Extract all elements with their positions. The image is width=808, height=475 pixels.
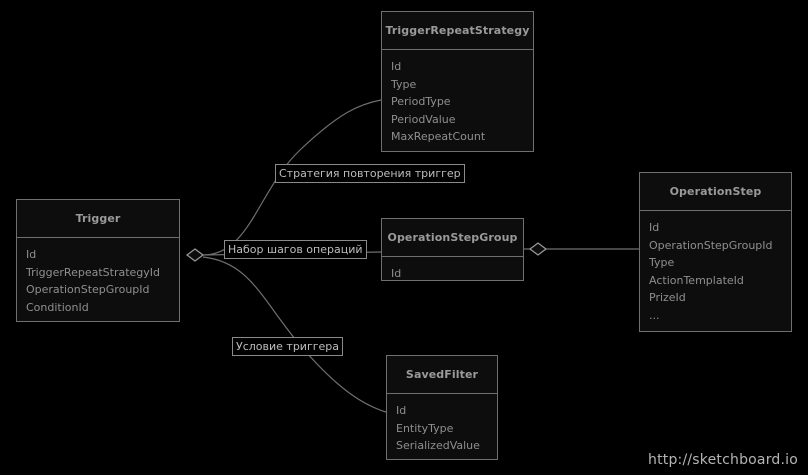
entity-saved-filter[interactable]: SavedFilter Id EntityType SerializedValu… <box>386 355 498 460</box>
field-row: ... <box>649 308 660 322</box>
entity-trigger-repeat-strategy[interactable]: TriggerRepeatStrategy Id Type PeriodType… <box>381 11 534 152</box>
field-row: MaxRepeatCount <box>391 130 486 143</box>
edge-label-trigger-condition[interactable]: Условие триггера <box>232 337 343 356</box>
field-row: PeriodValue <box>391 112 456 126</box>
aggregation-diamond-operation-step <box>529 242 547 256</box>
field-row: ConditionId <box>26 300 89 314</box>
field-row: Id <box>391 60 402 73</box>
entity-title: TriggerRepeatStrategy <box>382 12 533 50</box>
field-row: EntityType <box>396 421 454 435</box>
entity-fields: Id OperationStepGroupId Type ActionTempl… <box>640 211 791 332</box>
field-row: SerializedValue <box>396 439 480 452</box>
field-row: PrizeId <box>649 291 686 304</box>
field-row: Type <box>391 77 417 91</box>
field-row: Id <box>649 221 660 234</box>
watermark: http://sketchboard.io <box>648 452 798 468</box>
entity-title: OperationStepGroup <box>382 219 523 257</box>
edge-label-repeat-strategy[interactable]: Стратегия повторения триггер <box>275 164 465 183</box>
field-row: ActionTemplateId <box>649 273 744 287</box>
field-row: PeriodType <box>391 95 451 108</box>
entity-operation-step[interactable]: OperationStep Id OperationStepGroupId Ty… <box>639 172 792 332</box>
field-row: OperationStepGroupId <box>26 283 150 296</box>
entity-operation-step-group[interactable]: OperationStepGroup Id <box>381 218 524 281</box>
field-row: Id <box>396 404 407 417</box>
field-row: OperationStepGroupId <box>649 238 773 252</box>
entity-fields: Id EntityType SerializedValue <box>387 394 497 463</box>
edge-trigger-saved-filter <box>202 256 387 413</box>
entity-fields: Id TriggerRepeatStrategyId OperationStep… <box>17 238 179 324</box>
entity-title: OperationStep <box>640 173 791 211</box>
entity-trigger[interactable]: Trigger Id TriggerRepeatStrategyId Opera… <box>16 199 180 322</box>
entity-fields: Id <box>382 257 523 291</box>
aggregation-diamond-trigger <box>186 248 204 262</box>
field-row: Id <box>26 248 37 261</box>
edge-label-operation-steps[interactable]: Набор шагов операций <box>224 240 367 259</box>
entity-title: Trigger <box>17 200 179 238</box>
field-row: TriggerRepeatStrategyId <box>26 265 161 279</box>
entity-fields: Id Type PeriodType PeriodValue MaxRepeat… <box>382 50 533 154</box>
field-row: Id <box>391 267 402 280</box>
entity-title: SavedFilter <box>387 356 497 394</box>
field-row: Type <box>649 256 675 269</box>
